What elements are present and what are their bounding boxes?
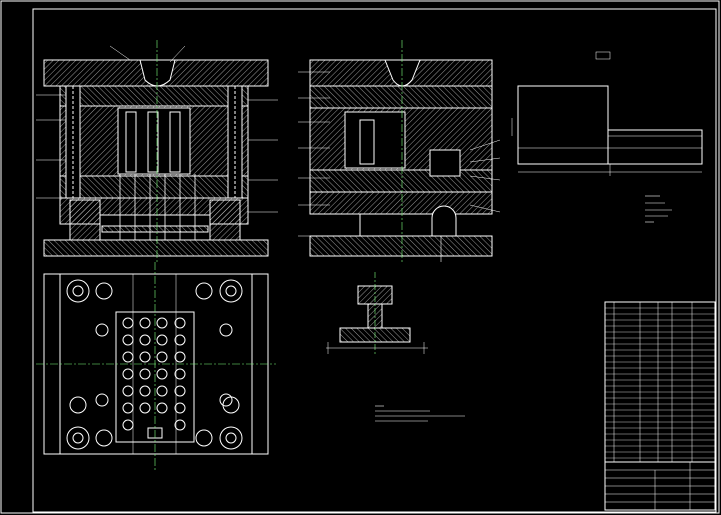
part-detail <box>511 51 703 176</box>
sprue-bushing-detail <box>326 272 428 356</box>
technical-notes <box>645 195 672 223</box>
sheet-inner-border <box>32 8 717 513</box>
front-section-a <box>36 40 278 262</box>
bill-of-materials <box>604 301 716 463</box>
front-section-b <box>298 40 501 262</box>
title-block <box>604 461 716 511</box>
notes-text-block <box>375 405 465 422</box>
top-plan-view <box>36 262 276 470</box>
